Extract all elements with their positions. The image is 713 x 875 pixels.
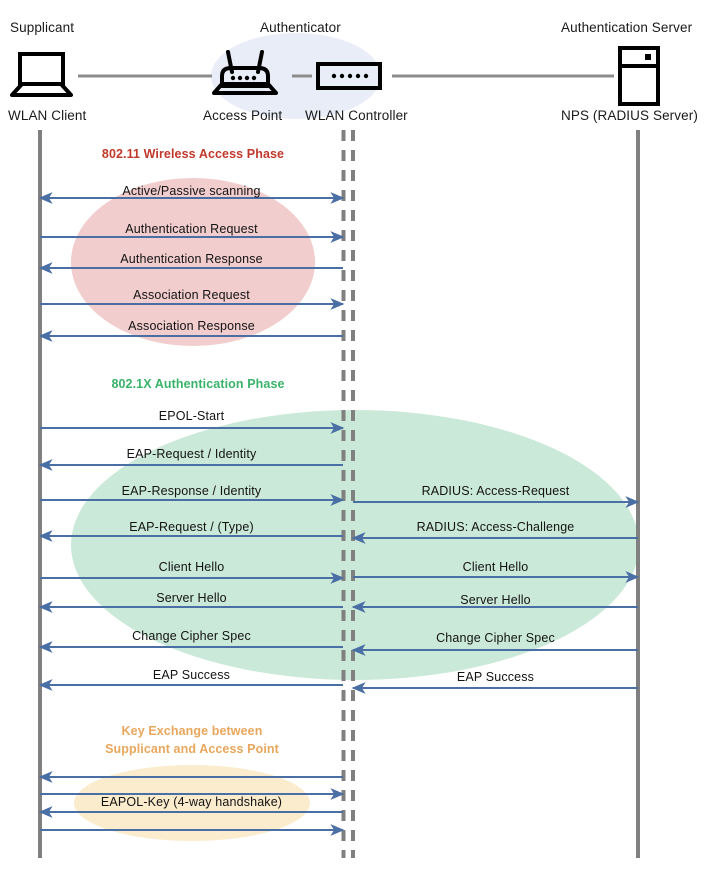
message-arrows-right bbox=[351, 496, 640, 694]
server-tower-icon bbox=[618, 46, 660, 106]
message-label-m5: Association Response bbox=[128, 319, 255, 333]
actor-role-supplicant: Supplicant bbox=[10, 20, 75, 35]
message-label-m11: Server Hello bbox=[156, 591, 227, 605]
phase-ellipse-phase-802-1x bbox=[71, 410, 639, 680]
controller-icon bbox=[316, 62, 382, 90]
actor-device-supplicant: WLAN Client bbox=[8, 108, 87, 123]
message-label-r1: RADIUS: Access-Request bbox=[421, 484, 570, 498]
actor-role-authenticator: Authenticator bbox=[260, 20, 341, 35]
message-label-m12: Change Cipher Spec bbox=[132, 629, 251, 643]
message-label-m9: EAP-Request / (Type) bbox=[129, 520, 254, 534]
actor-device-auth-server: NPS (RADIUS Server) bbox=[561, 108, 698, 123]
message-label-r4: Server Hello bbox=[460, 593, 531, 607]
phase-label-phase-802-11: 802.11 Wireless Access Phase bbox=[101, 147, 285, 161]
message-label-m6: EPOL-Start bbox=[158, 409, 225, 423]
actor-role-auth-server: Authentication Server bbox=[561, 20, 693, 35]
laptop-icon bbox=[10, 52, 73, 97]
message-label-m8: EAP-Response / Identity bbox=[121, 484, 262, 498]
wireless-router-icon bbox=[212, 50, 278, 95]
actor-device-wlan-controller: WLAN Controller bbox=[305, 108, 408, 123]
message-label-r3: Client Hello bbox=[462, 560, 529, 574]
message-label-m7: EAP-Request / Identity bbox=[126, 447, 257, 461]
message-label-r6: EAP Success bbox=[456, 670, 535, 684]
message-label-r5: Change Cipher Spec bbox=[436, 631, 555, 645]
message-label-m13: EAP Success bbox=[152, 668, 231, 682]
message-label-m10: Client Hello bbox=[158, 560, 225, 574]
message-arrows-left bbox=[38, 192, 345, 836]
message-label-m16: EAPOL-Key (4-way handshake) bbox=[100, 795, 283, 809]
phase-ellipse-phase-key-exchange bbox=[74, 765, 310, 841]
message-label-m1: Active/Passive scanning bbox=[122, 184, 261, 198]
message-label-r2: RADIUS: Access-Challenge bbox=[416, 520, 575, 534]
actor-device-access-point: Access Point bbox=[203, 108, 283, 123]
phase-label-phase-802-1x: 802.1X Authentication Phase bbox=[111, 377, 285, 391]
message-label-m3: Authentication Response bbox=[120, 252, 263, 266]
message-label-m4: Association Request bbox=[133, 288, 250, 302]
message-label-m2: Authentication Request bbox=[125, 222, 258, 236]
